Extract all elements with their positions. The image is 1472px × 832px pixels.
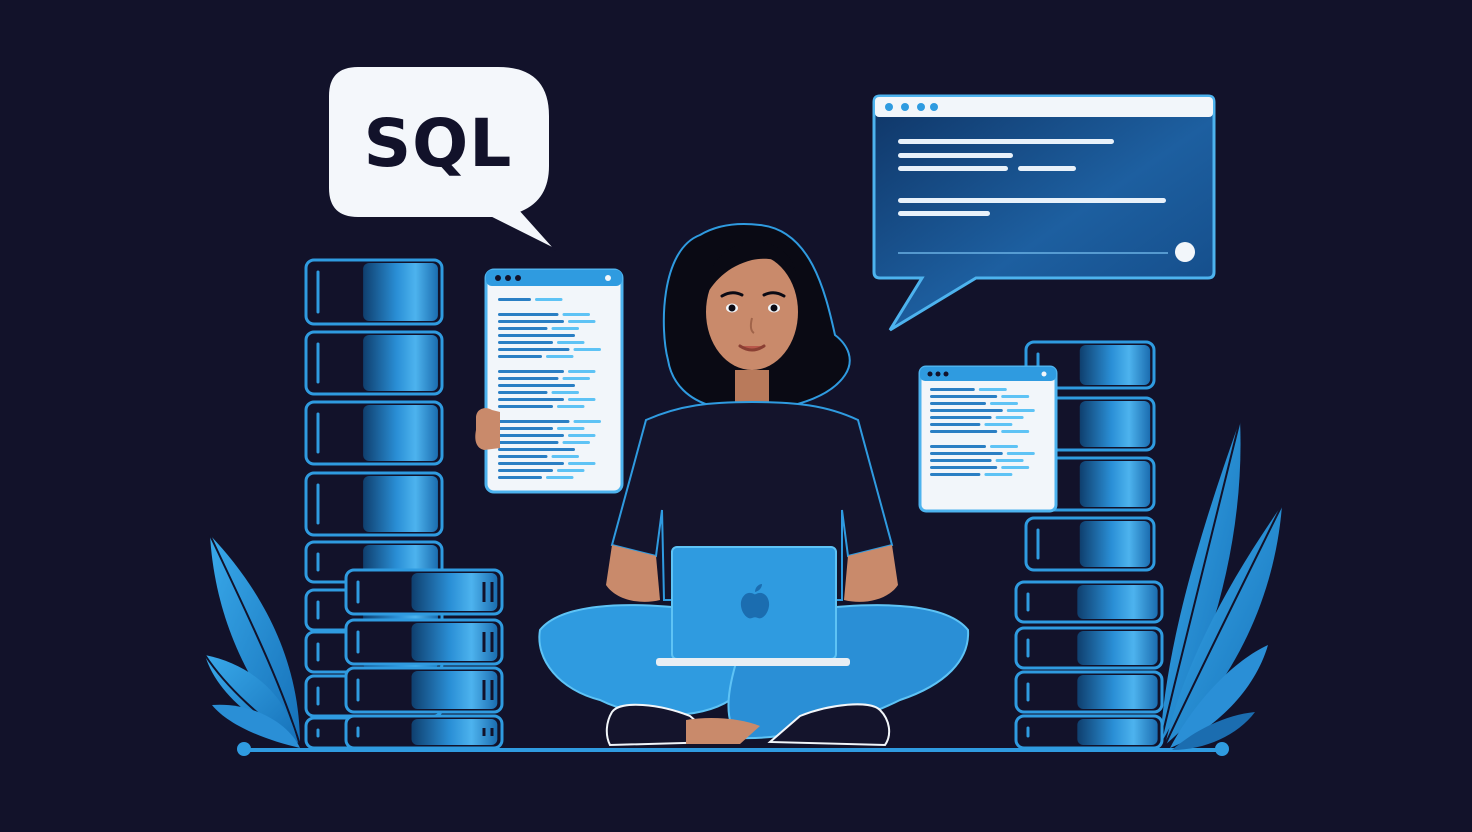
speech-bubble-icon: SQL: [327, 65, 557, 251]
server-stack-icon-right-front: [1014, 580, 1164, 750]
server-drum: [1014, 580, 1164, 624]
server-drum: [1014, 626, 1164, 670]
server-drum: [1024, 340, 1156, 390]
leaf-icon-left: [204, 534, 301, 748]
floor-dot-right: [1215, 742, 1229, 756]
server-drum: [304, 471, 444, 537]
server-drum: [304, 330, 444, 396]
server-drum: [344, 666, 504, 714]
server-stack-icon-right: [1024, 340, 1156, 572]
server-drum: [1024, 396, 1156, 452]
server-drum: [1024, 516, 1156, 572]
server-drum: [344, 714, 504, 750]
server-stack-icon-left-front: [344, 568, 504, 750]
laptop-icon: [656, 546, 850, 666]
server-drum: [344, 568, 504, 616]
server-stack-icon-left: [304, 258, 444, 750]
server-drum: [344, 618, 504, 666]
server-drum: [304, 400, 444, 466]
code-window-icon-small: [918, 365, 1058, 513]
server-drum: [1014, 714, 1164, 750]
server-drum: [304, 258, 444, 326]
code-window-icon-large: [872, 94, 1216, 332]
code-window-icon-tablet: [484, 268, 624, 494]
floor-dot-left: [237, 742, 251, 756]
apple-logo-icon: [740, 584, 770, 619]
leaf-icon-right: [1159, 419, 1283, 750]
floor: [237, 742, 1229, 756]
server-drum: [1014, 670, 1164, 714]
speech-bubble-text: SQL: [364, 105, 513, 182]
